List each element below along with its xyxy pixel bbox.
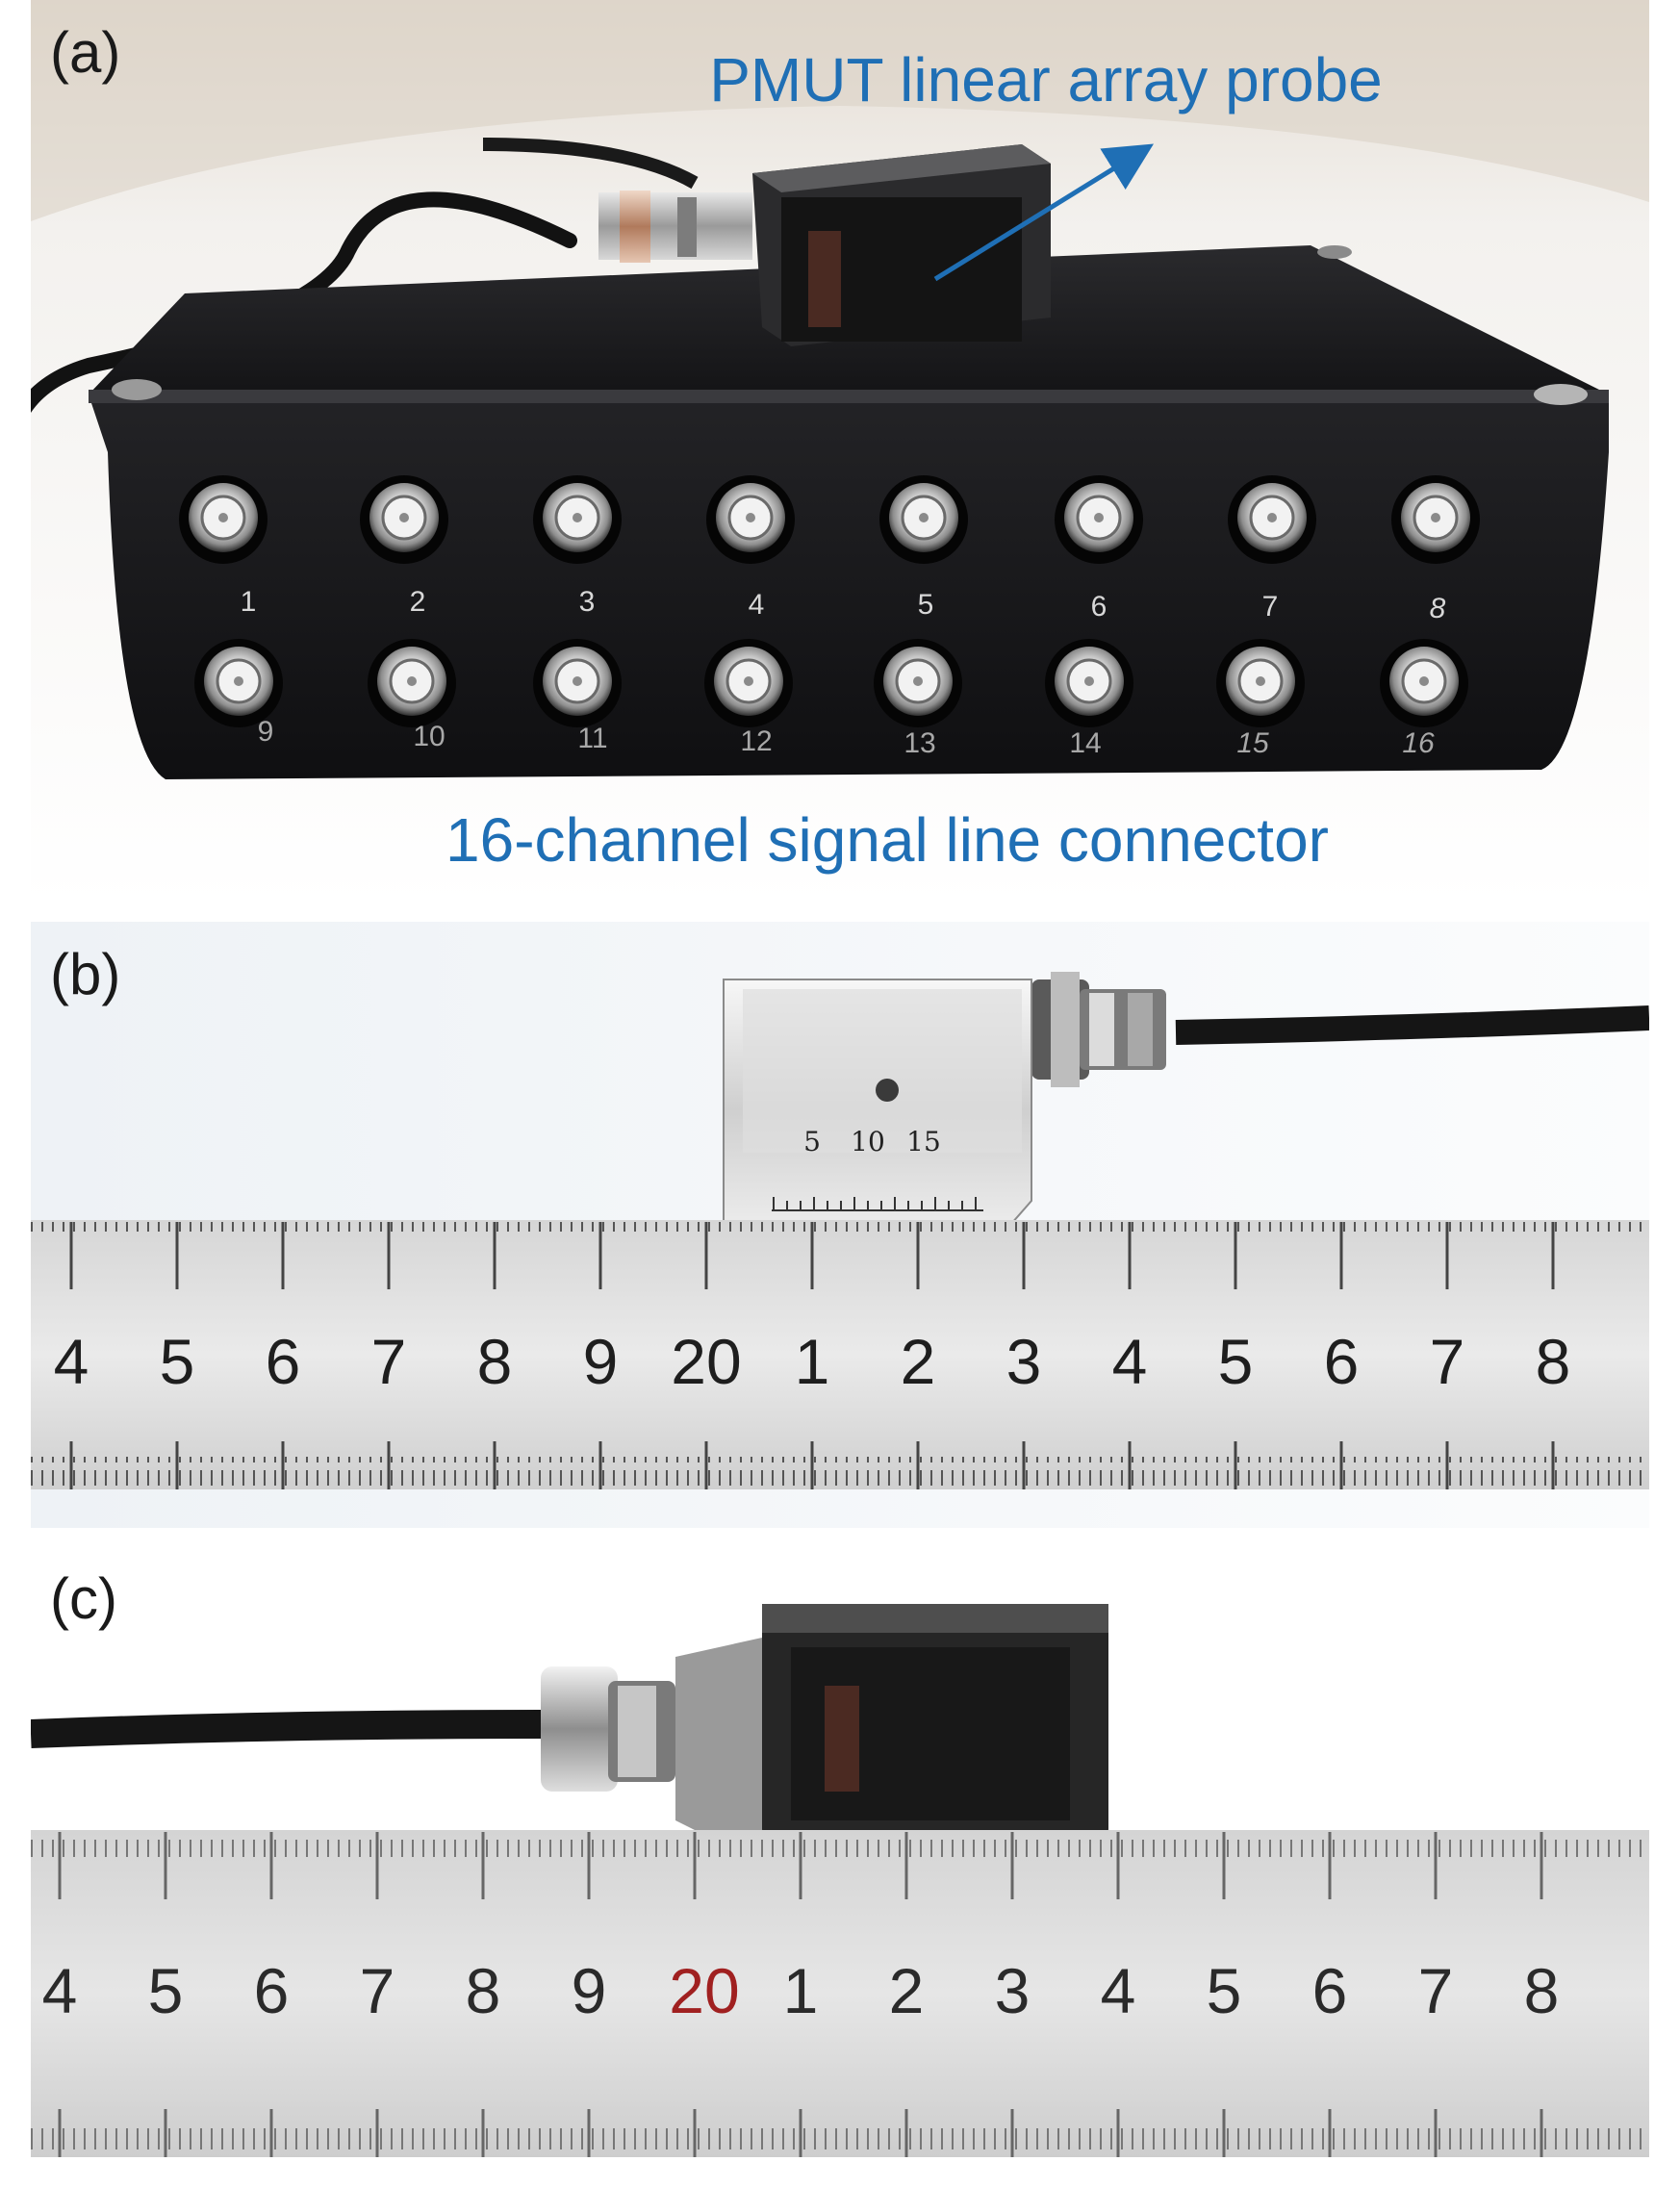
ruler-number: 7 [1418, 1955, 1454, 2026]
ruler-number: 3 [995, 1955, 1031, 2026]
ruler [31, 1830, 1649, 2157]
ruler-number: 5 [1207, 1955, 1242, 2026]
ruler-number: 7 [360, 1955, 395, 2026]
ruler-number: 6 [1312, 1955, 1348, 2026]
channel-label: 1 [241, 586, 257, 618]
ruler-number: 4 [54, 1326, 89, 1397]
channel-label: 4 [749, 589, 765, 621]
channel-label: 7 [1262, 591, 1279, 623]
ruler-number: 20 [671, 1326, 741, 1397]
channel-label: 15 [1236, 727, 1269, 759]
channel-label: 13 [904, 727, 935, 759]
bnc-row-2 [194, 639, 1468, 727]
ruler-number: 2 [901, 1326, 936, 1397]
channel-label: 9 [258, 716, 274, 748]
panel-c-photo: 4 5 6 7 8 9 20 1 2 3 4 5 6 7 8 [31, 1551, 1649, 2167]
panel-a: 1 2 3 4 5 6 7 8 9 10 11 12 13 14 15 16 P… [31, 0, 1649, 904]
ruler-number: 5 [160, 1326, 195, 1397]
probe-scale-label: 15 [906, 1126, 941, 1157]
ruler-number: 7 [371, 1326, 407, 1397]
ruler-number: 9 [583, 1326, 619, 1397]
channel-label: 8 [1430, 593, 1446, 624]
probe-scale-label: 5 [803, 1126, 821, 1157]
ruler-number: 2 [889, 1955, 925, 2026]
channel-label: 5 [918, 589, 934, 621]
ruler-number: 3 [1006, 1326, 1042, 1397]
ruler-number: 4 [1101, 1955, 1136, 2026]
channel-label: 16 [1402, 727, 1435, 759]
ruler-number: 8 [477, 1326, 513, 1397]
channel-label: 14 [1069, 727, 1101, 759]
ruler-number: 1 [783, 1955, 819, 2026]
ruler-number: 6 [266, 1326, 301, 1397]
panel-b-photo: 5 10 15 4 5 6 7 8 9 20 1 2 3 4 5 6 7 8 [31, 922, 1649, 1528]
channel-label: 11 [577, 723, 607, 754]
ruler-number: 5 [1218, 1326, 1254, 1397]
channel-label: 10 [413, 721, 445, 752]
channel-label: 12 [740, 725, 772, 757]
probe-minor-ticks [773, 1197, 977, 1210]
panel-b-label: (b) [50, 942, 121, 1006]
ruler [31, 1220, 1649, 1489]
probe-caption: PMUT linear array probe [709, 45, 1383, 114]
panel-a-photo: 1 2 3 4 5 6 7 8 9 10 11 12 13 14 15 16 P… [31, 0, 1649, 904]
panel-a-label: (a) [50, 20, 121, 85]
channel-label: 3 [579, 586, 596, 618]
ruler-number: 4 [42, 1955, 78, 2026]
ruler-number: 8 [1536, 1326, 1571, 1397]
channel-label: 6 [1091, 591, 1107, 623]
panel-c-label: (c) [50, 1566, 117, 1631]
ruler-number: 6 [254, 1955, 290, 2026]
ruler-number: 5 [148, 1955, 184, 2026]
ruler-number: 4 [1112, 1326, 1148, 1397]
panel-c: 4 5 6 7 8 9 20 1 2 3 4 5 6 7 8 (c) [31, 1551, 1649, 2167]
ruler-number: 6 [1324, 1326, 1360, 1397]
probe-scale-label: 10 [851, 1126, 885, 1157]
connector-caption: 16-channel signal line connector [445, 805, 1329, 875]
ruler-number: 8 [466, 1955, 501, 2026]
ruler-number-red: 20 [669, 1955, 739, 2026]
channel-label: 2 [410, 586, 426, 618]
ruler-number: 7 [1430, 1326, 1465, 1397]
panel-b: 5 10 15 4 5 6 7 8 9 20 1 2 3 4 5 6 7 8 [31, 922, 1649, 1528]
ruler-number: 1 [795, 1326, 830, 1397]
bnc-row-1 [179, 475, 1480, 564]
ruler-number: 8 [1524, 1955, 1560, 2026]
ruler-number: 9 [572, 1955, 607, 2026]
